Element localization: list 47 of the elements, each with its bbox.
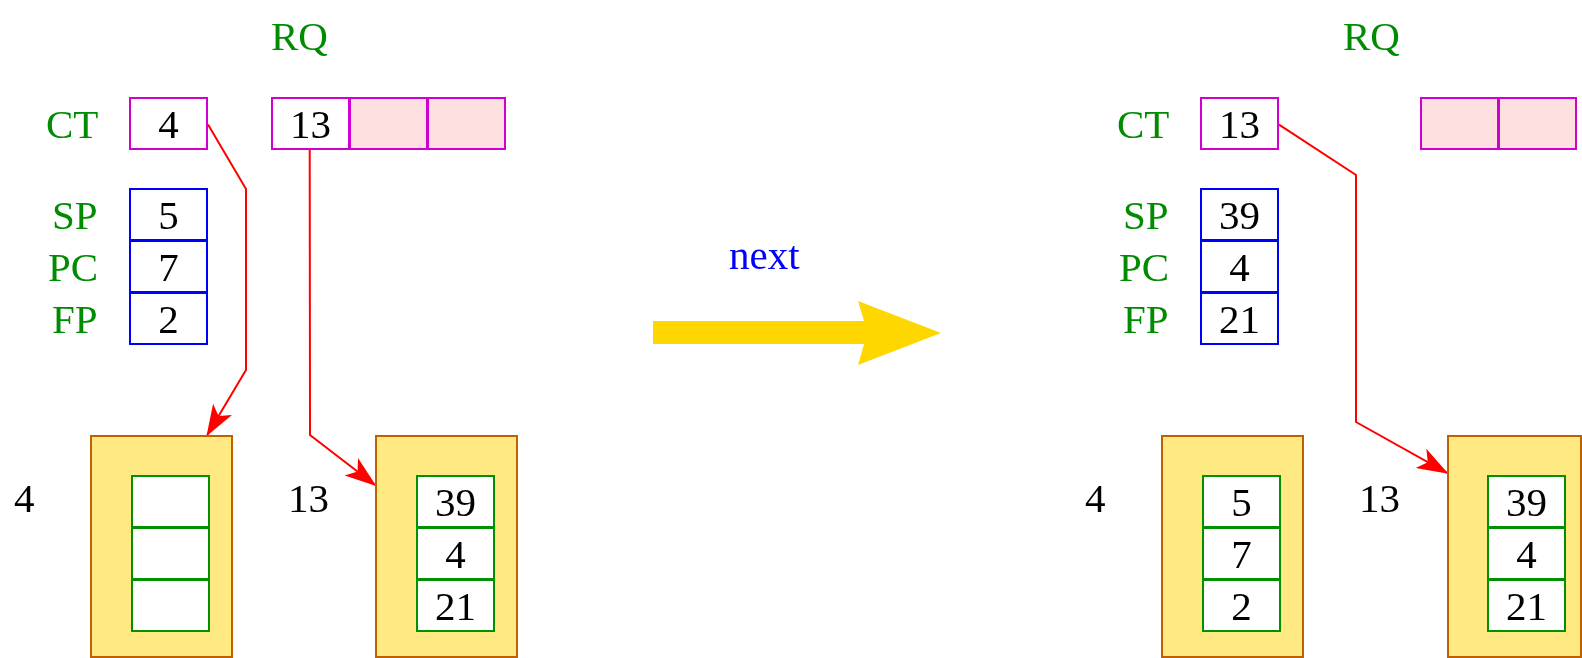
stack-cell: 21 (1487, 579, 1566, 632)
stack-cell: 39 (416, 475, 495, 528)
queue-cell (427, 97, 506, 150)
register-cell: 13 (1200, 97, 1279, 150)
address-label: 13 (288, 478, 329, 519)
register-cell: 2 (129, 292, 208, 345)
register-name: CT (1117, 104, 1170, 145)
transition-label: next (729, 235, 800, 276)
register-cell: 7 (129, 240, 208, 293)
stack-cell: 4 (1487, 527, 1566, 580)
stack-cell (131, 579, 210, 632)
stack-cell: 2 (1202, 579, 1281, 632)
queue-cell (349, 97, 428, 150)
frame-box (1161, 435, 1304, 658)
arrow (308, 149, 377, 486)
register-name: PC (48, 247, 99, 288)
register-name: CT (46, 104, 99, 145)
register-name: SP (1123, 195, 1169, 236)
register-name: SP (52, 195, 98, 236)
frame-box (1447, 435, 1582, 658)
address-label: 4 (14, 478, 35, 519)
stack-cell (131, 475, 210, 528)
register-cell: 5 (129, 188, 208, 241)
register-name: FP (1123, 299, 1169, 340)
register-cell: 4 (129, 97, 208, 150)
stack-cell: 21 (416, 579, 495, 632)
register-name: FP (52, 299, 98, 340)
register-cell: 4 (1200, 240, 1279, 293)
address-label: 13 (1359, 478, 1400, 519)
register-name: RQ (271, 16, 328, 57)
stack-cell: 5 (1202, 475, 1281, 528)
frame-box (375, 435, 518, 658)
queue-cell: 13 (271, 97, 350, 150)
address-label: 4 (1085, 478, 1106, 519)
arrow (206, 123, 247, 437)
stack-cell (131, 527, 210, 580)
arrow (1278, 123, 1449, 474)
register-cell: 21 (1200, 292, 1279, 345)
register-name: RQ (1343, 16, 1400, 57)
frame-box (90, 435, 233, 658)
stack-cell: 4 (416, 527, 495, 580)
register-name: PC (1119, 247, 1170, 288)
queue-cell (1498, 97, 1577, 150)
register-cell: 39 (1200, 188, 1279, 241)
stack-cell: 7 (1202, 527, 1281, 580)
queue-cell (1420, 97, 1499, 150)
stack-cell: 39 (1487, 475, 1566, 528)
